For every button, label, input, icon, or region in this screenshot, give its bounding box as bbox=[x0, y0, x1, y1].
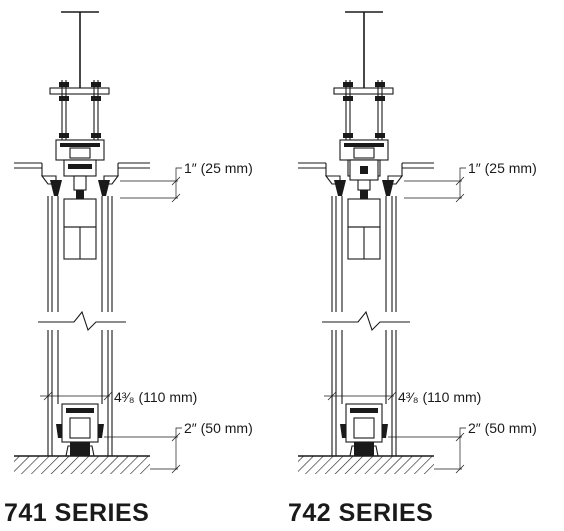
dim-741-top-clearance: 1″ (25 mm) bbox=[184, 160, 253, 176]
dim-741-panel-width: 4³⁄₈ (110 mm) bbox=[114, 389, 197, 405]
dim-742-bottom-clearance: 2″ (50 mm) bbox=[468, 420, 537, 436]
assembly-742: 1″ (25 mm) 4³⁄₈ (110 mm) 2″ (50 mm) 742 … bbox=[288, 11, 537, 527]
dim-742-panel-width: 4³⁄₈ (110 mm) bbox=[398, 389, 481, 405]
title-741-series: 741 SERIES bbox=[4, 499, 149, 527]
title-742-series: 742 SERIES bbox=[288, 499, 433, 527]
assembly-742-hanger-pin bbox=[360, 166, 368, 174]
assembly-741: 1″ (25 mm) 4³⁄₈ (110 mm) 2″ (50 mm) 741 … bbox=[4, 11, 253, 527]
dim-742-top-clearance: 1″ (25 mm) bbox=[468, 160, 537, 176]
dim-741-bottom-clearance: 2″ (50 mm) bbox=[184, 420, 253, 436]
